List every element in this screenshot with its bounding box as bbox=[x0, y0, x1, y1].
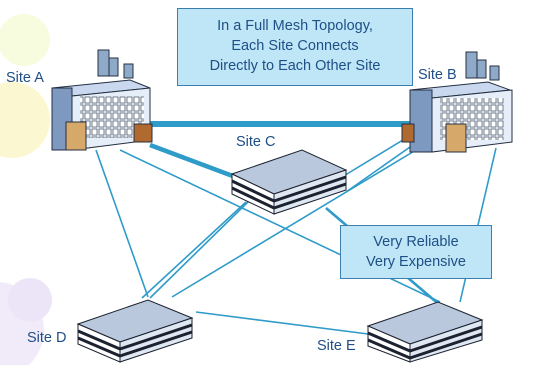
note-line-1: Very Reliable bbox=[373, 234, 459, 250]
site-b-label: Site B bbox=[418, 67, 457, 83]
title-line-1: In a Full Mesh Topology, bbox=[217, 18, 373, 34]
link-a-d bbox=[95, 149, 149, 298]
site-e-building-icon bbox=[366, 301, 484, 363]
note-callout-box: Very Reliable Very Expensive bbox=[340, 225, 492, 279]
site-a-label: Site A bbox=[6, 70, 44, 86]
link-c-d2 bbox=[141, 201, 247, 299]
site-a-building-icon bbox=[51, 49, 153, 151]
site-c-label: Site C bbox=[236, 134, 276, 150]
link-d-e bbox=[195, 311, 377, 336]
site-b-building-icon bbox=[401, 51, 513, 153]
note-line-2: Very Expensive bbox=[366, 254, 466, 270]
site-e-label: Site E bbox=[317, 338, 356, 354]
link-c-d1 bbox=[149, 197, 253, 299]
link-a-c bbox=[149, 142, 239, 181]
mesh-links bbox=[95, 121, 497, 336]
background-decoration bbox=[0, 14, 52, 370]
title-line-2: Each Site Connects bbox=[231, 38, 359, 54]
site-d-label: Site D bbox=[27, 330, 67, 346]
site-d-building-icon bbox=[76, 299, 194, 363]
site-c-building-icon bbox=[230, 149, 348, 215]
title-line-3: Directly to Each Other Site bbox=[209, 58, 381, 74]
link-b-d bbox=[171, 149, 417, 298]
link-b-c2 bbox=[345, 139, 421, 193]
title-callout-box: In a Full Mesh Topology, Each Site Conne… bbox=[177, 8, 413, 86]
